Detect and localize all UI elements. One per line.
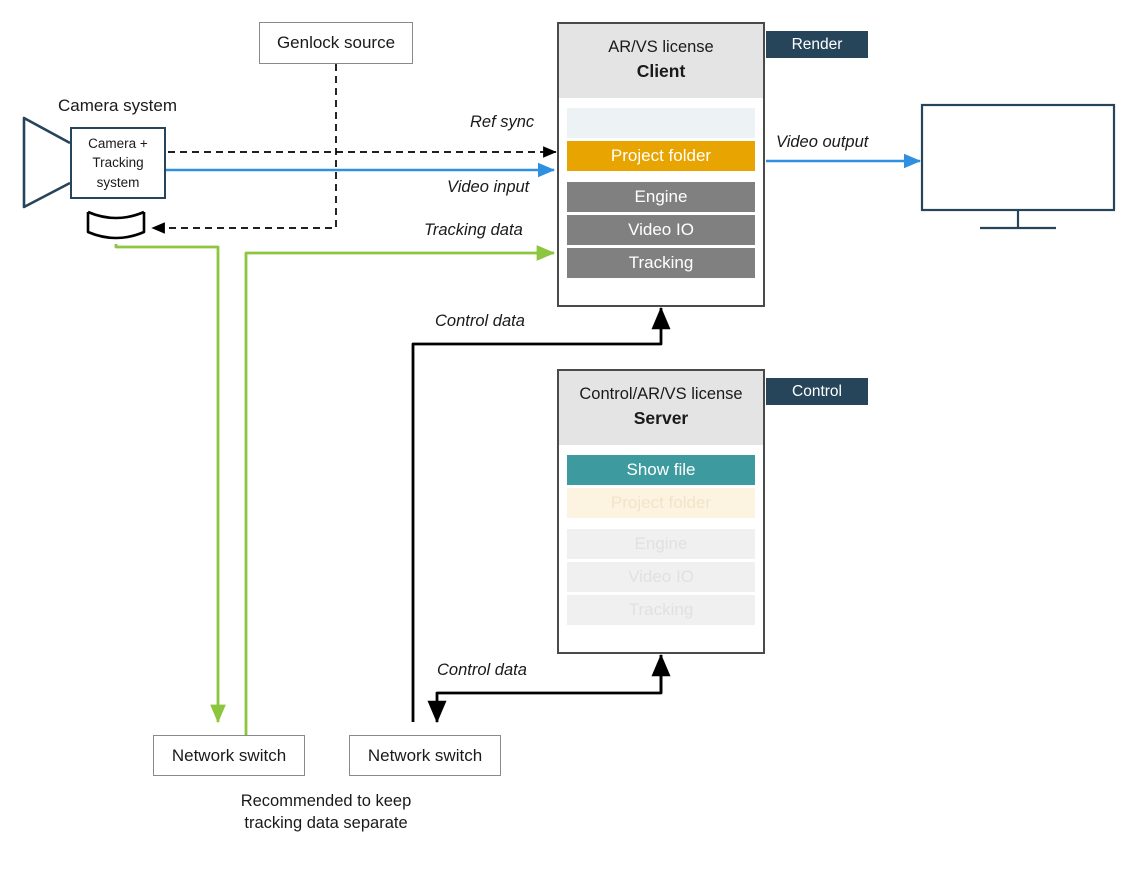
server-header: Control/AR/VS license Server xyxy=(559,371,763,445)
client-tracking-slot[interactable]: Tracking xyxy=(567,247,755,278)
camera-body-line-3: system xyxy=(96,174,140,190)
client-role-label: Client xyxy=(636,61,686,82)
genlock-tracking-sync-line xyxy=(151,64,337,234)
server-license-label: Control/AR/VS license xyxy=(579,385,743,403)
slot-gap xyxy=(567,171,755,182)
client-show-file-slot[interactable] xyxy=(567,107,755,138)
server-video-io-slot[interactable]: Video IO xyxy=(567,561,755,592)
tracking-lens-icon xyxy=(86,210,146,240)
control-network-switch-label: Network switch xyxy=(367,745,483,765)
client-project-folder-slot[interactable]: Project folder xyxy=(567,140,755,171)
camera-body-line-2: Tracking xyxy=(92,155,144,171)
server-engine-slot[interactable]: Engine xyxy=(567,528,755,559)
tracking-network-switch-label: Network switch xyxy=(171,745,287,765)
camera-system-caption: Camera system xyxy=(58,96,178,115)
client-video-io-slot[interactable]: Video IO xyxy=(567,214,755,245)
server-role-label: Server xyxy=(633,408,689,429)
camera-lens-wedge xyxy=(22,116,71,209)
tracking-data-label: Tracking data xyxy=(424,221,523,239)
control-data-to-client-line xyxy=(411,306,671,722)
genlock-source-label: Genlock source xyxy=(276,33,396,52)
client-render-badge-label: Render xyxy=(791,35,843,53)
monitor-icon xyxy=(920,103,1116,230)
server-show-file-slot[interactable]: Show file xyxy=(567,454,755,485)
control-data-bottom-label: Control data xyxy=(437,661,527,679)
server-control-badge: Control xyxy=(766,378,868,405)
tracking-network-switch-box[interactable]: Network switch xyxy=(153,735,305,776)
genlock-source-box[interactable]: Genlock source xyxy=(259,22,413,64)
client-slot-list: Project folder Engine Video IO Tracking xyxy=(559,98,763,288)
server-project-folder-slot[interactable]: Project folder xyxy=(567,487,755,518)
slot-gap xyxy=(567,518,755,529)
tracking-separation-note: Recommended to keep tracking data separa… xyxy=(156,790,496,835)
server-slot-list: Show file Project folder Engine Video IO… xyxy=(559,445,763,635)
control-data-top-label: Control data xyxy=(435,312,525,330)
ref-sync-label: Ref sync xyxy=(470,113,535,131)
client-render-badge: Render xyxy=(766,31,868,58)
client-license-label: AR/VS license xyxy=(608,38,714,56)
camera-body-line-1: Camera + xyxy=(88,135,148,151)
server-tracking-slot[interactable]: Tracking xyxy=(567,594,755,625)
client-engine-slot[interactable]: Engine xyxy=(567,181,755,212)
client-header: AR/VS license Client xyxy=(559,24,763,98)
control-network-switch-box[interactable]: Network switch xyxy=(349,735,501,776)
tracking-lens-to-switch-line xyxy=(114,244,226,724)
video-output-label: Video output xyxy=(776,133,869,151)
server-machine-box[interactable]: Control/AR/VS license Server Show file P… xyxy=(557,369,765,654)
note-line-1: Recommended to keep xyxy=(240,792,412,810)
camera-tracking-system-box[interactable]: Camera + Tracking system xyxy=(70,127,166,199)
client-machine-box[interactable]: AR/VS license Client Project folder Engi… xyxy=(557,22,765,307)
note-line-2: tracking data separate xyxy=(244,814,408,833)
server-control-badge-label: Control xyxy=(792,382,842,400)
video-input-label: Video input xyxy=(447,178,530,196)
tracking-switch-to-client-line xyxy=(244,245,556,735)
